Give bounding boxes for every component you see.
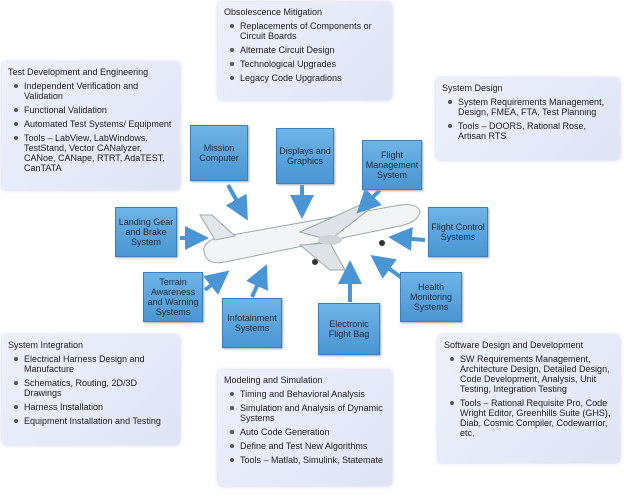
airplane-icon bbox=[199, 204, 421, 271]
panel-title: System Integration bbox=[8, 340, 84, 350]
system-flight-control: Flight Control Systems bbox=[428, 207, 488, 257]
arrows bbox=[180, 184, 426, 302]
list-item: Tools – DOORS, Rational Rose, Artisan RT… bbox=[448, 121, 614, 141]
panel-system-design: System Design System Requirements Manage… bbox=[436, 78, 620, 160]
panel-obsolescence: Obsolescence Mitigation Replacements of … bbox=[218, 2, 392, 100]
panel-title: Test Development and Engineering bbox=[8, 67, 149, 77]
panel-title: Software Design and Development bbox=[444, 340, 584, 350]
list-item: Functional Validation bbox=[14, 105, 174, 115]
panel-title: System Design bbox=[442, 83, 503, 93]
list-item: System Requirements Management, Design, … bbox=[448, 97, 614, 117]
list-item: Tools – Rational Requisite Pro, Code Wri… bbox=[450, 398, 614, 438]
list-item: Define and Test New Algorithms bbox=[230, 441, 386, 451]
panel-title: Modeling and Simulation bbox=[224, 375, 323, 385]
list-item: Technological Upgrades bbox=[230, 59, 386, 69]
system-terrain-awareness: Terrain Awareness and Warning Systems bbox=[143, 272, 203, 322]
panel-system-integration: System Integration Electrical Harness De… bbox=[2, 335, 180, 445]
list-item: Electrical Harness Design and Manufactur… bbox=[14, 354, 174, 374]
list-item: Independent Verification and Validation bbox=[14, 81, 174, 101]
system-mission-computer: Mission Computer bbox=[190, 125, 248, 181]
list-item: Schematics, Routing, 2D/3D Drawings bbox=[14, 378, 174, 398]
system-landing-gear: Landing Gear and Brake System bbox=[115, 207, 177, 257]
list-item: Replacements of Components or Circuit Bo… bbox=[230, 21, 386, 41]
system-infotainment: Infotainment Systems bbox=[222, 298, 282, 348]
system-flight-management: Flight Management System bbox=[362, 140, 422, 190]
system-displays-graphics: Displays and Graphics bbox=[276, 128, 334, 184]
list-item: Simulation and Analysis of Dynamic Syste… bbox=[230, 403, 386, 423]
system-health-monitoring: Health Monitoring Systems bbox=[400, 272, 462, 322]
list-item: Timing and Behavioral Analysis bbox=[230, 389, 386, 399]
list-item: Equipment Installation and Testing bbox=[14, 416, 174, 426]
list-item: Auto Code Generation bbox=[230, 427, 386, 437]
list-item: Automated Test Systems/ Equipment bbox=[14, 119, 174, 129]
panel-title: Obsolescence Mitigation bbox=[224, 7, 323, 17]
list-item: Tools – LabView, LabWindows, TestStand, … bbox=[14, 133, 174, 173]
list-item: Legacy Code Upgradions bbox=[230, 73, 386, 83]
panel-software: Software Design and Development SW Requi… bbox=[438, 335, 620, 463]
system-electronic-flight-bag: Electronic Flight Bag bbox=[318, 303, 380, 355]
panel-modeling: Modeling and Simulation Timing and Behav… bbox=[218, 370, 392, 486]
panel-test-development: Test Development and Engineering Indepen… bbox=[2, 62, 180, 190]
list-item: SW Requirements Management, Architecture… bbox=[450, 354, 614, 394]
list-item: Harness Installation bbox=[14, 402, 174, 412]
list-item: Tools – Matlab, Simulink, Statemate bbox=[230, 455, 386, 465]
list-item: Alternate Circuit Design bbox=[230, 45, 386, 55]
